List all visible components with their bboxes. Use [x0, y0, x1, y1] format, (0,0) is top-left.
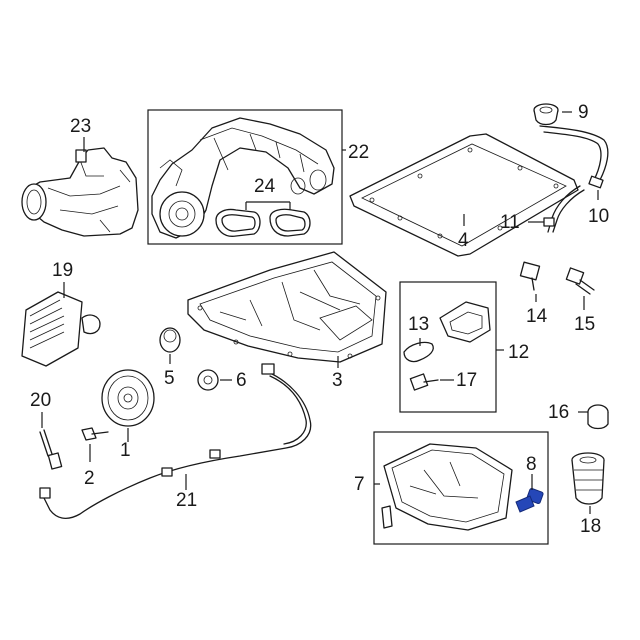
part-18-oil-filter[interactable] — [571, 452, 605, 505]
callout-23: 23 — [70, 116, 91, 137]
callout-8: 8 — [526, 454, 537, 475]
group-box-7 — [373, 431, 549, 545]
callout-1: 1 — [120, 440, 131, 461]
callout-18: 18 — [580, 516, 601, 537]
callout-9: 9 — [578, 102, 589, 123]
part-7-lower-oil-pan[interactable] — [381, 443, 513, 531]
callout-16: 16 — [548, 402, 569, 423]
part-21-harness[interactable] — [39, 363, 312, 520]
callout-13: 13 — [408, 314, 429, 335]
part-12-oil-pump-pickup[interactable] — [439, 301, 491, 343]
leader-24 — [245, 201, 291, 210]
callout-7: 7 — [354, 474, 365, 495]
part-15-stud[interactable] — [565, 267, 595, 295]
callout-14: 14 — [526, 306, 548, 327]
part-10-dipstick[interactable] — [539, 125, 609, 189]
part-4-cover-plate[interactable] — [349, 133, 579, 257]
callout-22: 22 — [348, 142, 369, 163]
part-22-intake-manifold[interactable] — [151, 117, 335, 239]
group-box-22 — [147, 109, 343, 245]
callout-15: 15 — [574, 314, 595, 335]
callout-6: 6 — [236, 370, 247, 391]
part-3-upper-oil-pan[interactable] — [187, 251, 387, 363]
part-13-gasket[interactable] — [403, 341, 434, 363]
part-6-bushing[interactable] — [197, 369, 219, 391]
callout-labels: 1 2 3 4 5 6 7 8 9 10 11 12 13 14 15 16 1… — [30, 102, 609, 537]
callout-24: 24 — [254, 176, 276, 197]
part-14-bolt[interactable] — [519, 261, 541, 291]
callout-12: 12 — [508, 342, 529, 363]
callout-5: 5 — [164, 368, 175, 389]
part-2-bolt[interactable] — [81, 427, 109, 441]
part-20-sensor[interactable] — [39, 429, 63, 470]
callout-2: 2 — [84, 468, 95, 489]
callout-20: 20 — [30, 390, 51, 411]
part-24-gaskets[interactable] — [215, 208, 311, 237]
part-9-cap[interactable] — [533, 103, 559, 126]
group-box-12 — [399, 281, 497, 413]
part-5-plug[interactable] — [159, 327, 181, 353]
callout-19: 19 — [52, 260, 73, 281]
part-8-drain-plug[interactable] — [515, 488, 544, 513]
callout-10: 10 — [588, 206, 609, 227]
part-17-sensor[interactable] — [409, 373, 439, 391]
part-19-oil-cooler[interactable] — [21, 291, 101, 367]
callout-17: 17 — [456, 370, 477, 391]
part-16-plug[interactable] — [587, 404, 609, 430]
callout-3: 3 — [332, 370, 343, 391]
part-1-pulley[interactable] — [101, 369, 155, 427]
part-23-housing[interactable] — [21, 147, 139, 237]
callout-11: 11 — [500, 212, 520, 233]
callout-21: 21 — [176, 490, 197, 511]
callout-4: 4 — [458, 230, 469, 251]
